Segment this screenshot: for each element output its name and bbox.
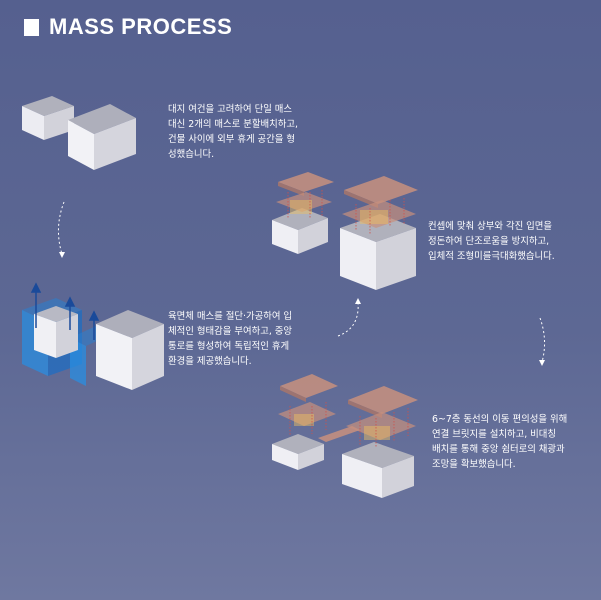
step3-description: 육면체 매스를 절단·가공하여 입 체적인 형태감을 부여하고, 중앙 통로를 …	[168, 311, 293, 367]
curved-arrow-icon	[58, 201, 65, 258]
step3-mass-diagram	[22, 282, 164, 390]
title-block: MASS PROCESS	[24, 12, 232, 42]
step1-mass-diagram	[22, 96, 136, 170]
step4-mass-diagram	[272, 374, 418, 498]
curved-arrow-icon	[337, 298, 361, 337]
curved-arrow-icon	[539, 317, 546, 366]
step4-description: 6~7층 동선의 이동 편의성을 위해 연결 브릿지를 설치하고, 비대칭 배치…	[432, 414, 568, 470]
step2-description: 컨셉에 맞춰 상부와 각진 입면을 정돈하여 단조로움을 방지하고, 입체적 조…	[428, 221, 555, 262]
step1-description: 대지 여건을 고려하여 단일 매스 대신 2개의 매스로 분할배치하고, 건물 …	[168, 104, 299, 160]
step2-mass-diagram	[272, 172, 418, 290]
page-title: MASS PROCESS	[49, 14, 233, 39]
title-square-icon	[24, 18, 39, 36]
